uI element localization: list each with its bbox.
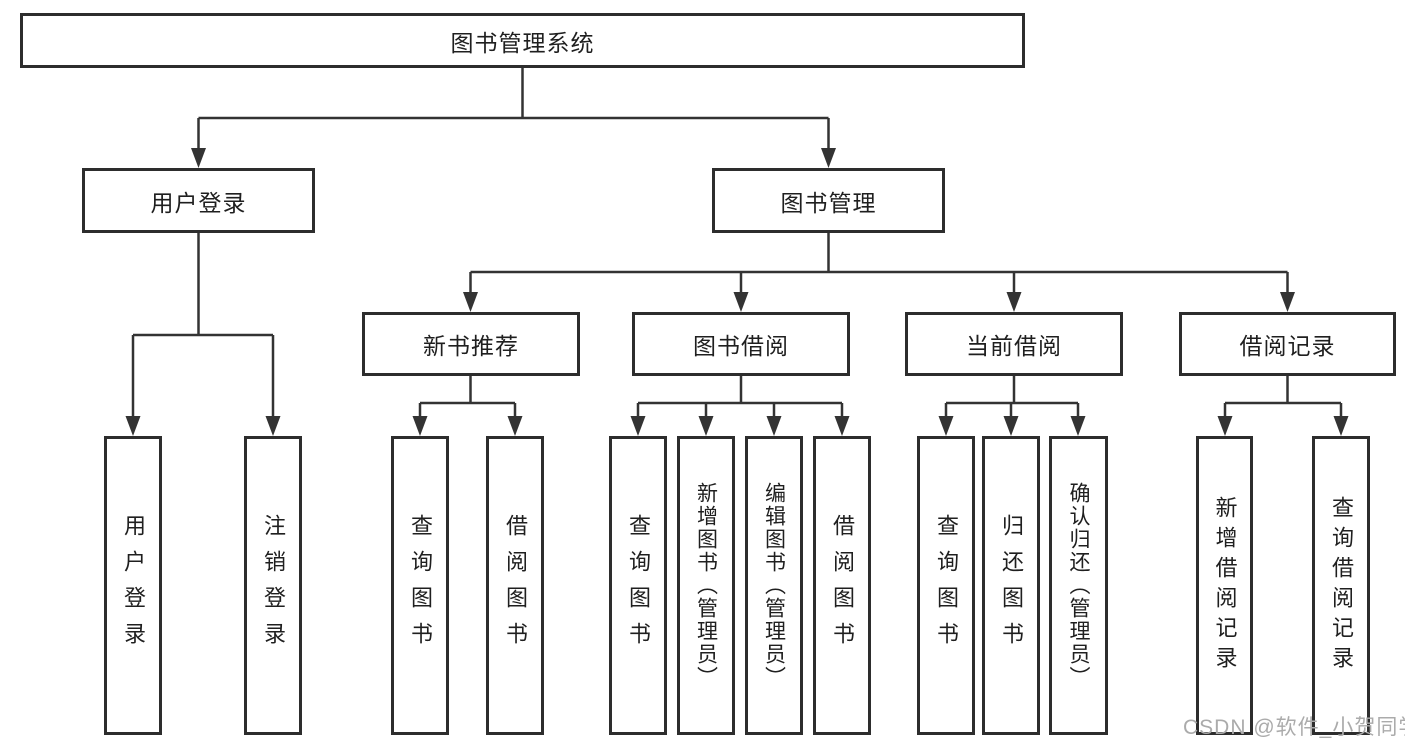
leaf-return-books: 归还图书 — [982, 436, 1040, 735]
node-label: 当前借阅 — [966, 333, 1062, 359]
leaf-label: 归还图书 — [999, 513, 1024, 658]
leaf-label: 用户登录 — [121, 513, 146, 658]
node-label: 图书管理 — [780, 189, 877, 216]
leaf-borrow-books-recommend: 借阅图书 — [486, 436, 544, 735]
leaf-label: 注销登录 — [261, 513, 286, 658]
leaf-borrow-books: 借阅图书 — [813, 436, 871, 735]
csdn-watermark: CSDN @软件_小贺同学 — [1183, 716, 1405, 739]
leaf-label: 查询图书 — [626, 513, 651, 658]
node-label: 借阅记录 — [1239, 333, 1336, 359]
leaf-label: 编辑图书（管理员） — [762, 482, 786, 689]
node-label: 图书管理系统 — [450, 29, 595, 56]
leaf-label: 查询图书 — [934, 513, 959, 658]
leaf-edit-books-admin: 编辑图书（管理员） — [745, 436, 803, 735]
node-user-login: 用户登录 — [82, 168, 315, 233]
node-label: 新书推荐 — [423, 333, 519, 359]
node-current-borrow: 当前借阅 — [905, 312, 1123, 376]
node-label: 用户登录 — [150, 189, 247, 216]
node-new-book-recommend: 新书推荐 — [362, 312, 580, 376]
leaf-label: 查询图书 — [408, 513, 433, 658]
leaf-query-borrow-record: 查询借阅记录 — [1312, 436, 1370, 735]
node-book-management: 图书管理 — [712, 168, 945, 233]
node-borrow-record: 借阅记录 — [1179, 312, 1396, 376]
leaf-label: 新增图书（管理员） — [694, 482, 718, 689]
leaf-label: 查询借阅记录 — [1329, 495, 1354, 676]
leaf-query-books-recommend: 查询图书 — [391, 436, 449, 735]
leaf-add-borrow-record: 新增借阅记录 — [1196, 436, 1253, 735]
node-book-borrow: 图书借阅 — [632, 312, 850, 376]
leaf-label: 确认归还（管理员） — [1067, 482, 1090, 689]
leaf-label: 借阅图书 — [830, 513, 855, 658]
node-label: 图书借阅 — [693, 333, 789, 359]
leaf-confirm-return-admin: 确认归还（管理员） — [1049, 436, 1108, 735]
leaf-user-login: 用户登录 — [104, 436, 162, 735]
leaf-logout: 注销登录 — [244, 436, 302, 735]
leaf-label: 借阅图书 — [503, 513, 528, 658]
leaf-query-books-borrow: 查询图书 — [609, 436, 667, 735]
node-system-root: 图书管理系统 — [20, 13, 1025, 68]
leaf-add-books-admin: 新增图书（管理员） — [677, 436, 735, 735]
leaf-query-books-current: 查询图书 — [917, 436, 975, 735]
leaf-label: 新增借阅记录 — [1212, 495, 1238, 676]
